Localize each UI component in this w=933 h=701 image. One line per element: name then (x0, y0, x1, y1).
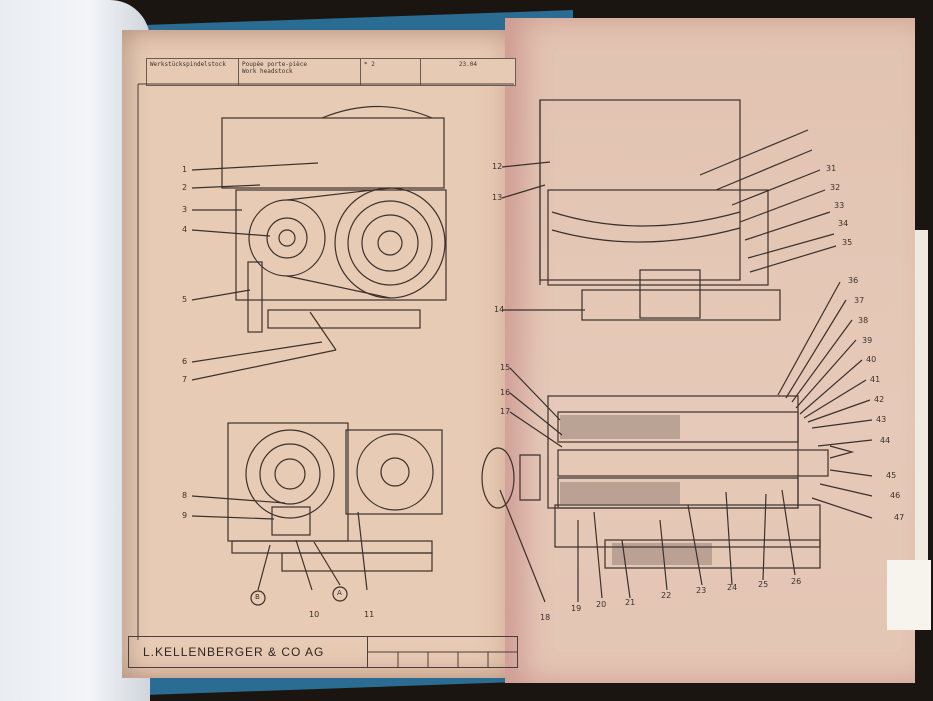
callout-6: 6 (182, 357, 188, 366)
callout-4: 4 (182, 225, 188, 234)
callout-17: 17 (500, 407, 511, 416)
company-name: L.KELLENBERGER & CO AG (143, 645, 325, 659)
callout-35: 35 (842, 238, 853, 247)
callout-2: 2 (182, 183, 188, 192)
callout-20: 20 (596, 600, 607, 609)
callout-32: 32 (830, 183, 841, 192)
callout-25: 25 (758, 580, 769, 589)
header-en: Work headstock (242, 68, 293, 75)
callout-26: 26 (791, 577, 802, 586)
callout-19: 19 (571, 604, 582, 613)
callout-16: 16 (500, 388, 511, 397)
callout-10: 10 (309, 610, 320, 619)
folded-corner (887, 560, 931, 630)
circle-label-b: B (255, 593, 260, 601)
circle-label-a: A (337, 589, 342, 597)
callout-37: 37 (854, 296, 865, 305)
callout-13: 13 (492, 193, 503, 202)
motor-block (345, 429, 443, 515)
title-block: Werkstückspindelstock Poupée porte-pièce… (146, 58, 516, 86)
callout-3: 3 (182, 205, 188, 214)
header-cell-fr-en: Poupée porte-pièce Work headstock (239, 59, 361, 85)
callout-33: 33 (834, 201, 845, 210)
callout-14: 14 (494, 305, 505, 314)
end-view-housing (227, 422, 349, 542)
header-fr: Poupée porte-pièce (242, 61, 308, 68)
left-drawing-sheet (122, 30, 527, 678)
large-pulley (334, 187, 446, 299)
callout-44: 44 (880, 436, 891, 445)
callout-36: 36 (848, 276, 859, 285)
headstock-housing (221, 117, 445, 189)
header-cell-number: 23.04 (458, 61, 478, 68)
callout-39: 39 (862, 336, 873, 345)
callout-8: 8 (182, 491, 188, 500)
callout-21: 21 (625, 598, 636, 607)
callout-23: 23 (696, 586, 707, 595)
callout-46: 46 (890, 491, 901, 500)
scale-ticks (368, 651, 518, 667)
callout-47: 47 (894, 513, 905, 522)
callout-38: 38 (858, 316, 869, 325)
header-cell-de: Werkstückspindelstock (147, 59, 239, 85)
callout-11: 11 (364, 610, 375, 619)
small-pulley (248, 199, 326, 277)
header-cell-sheet: * 2 (361, 59, 421, 85)
callout-31: 31 (826, 164, 837, 173)
callout-22: 22 (661, 591, 672, 600)
callout-7: 7 (182, 375, 188, 384)
callout-40: 40 (866, 355, 877, 364)
callout-45: 45 (886, 471, 897, 480)
footer-scale-cells (367, 637, 518, 667)
callout-18: 18 (540, 613, 551, 622)
spindle-nose-ellipse (481, 447, 515, 509)
callout-24: 24 (727, 583, 738, 592)
callout-42: 42 (874, 395, 885, 404)
detail-marker-a (332, 586, 348, 602)
callout-15: 15 (500, 363, 511, 372)
callout-43: 43 (876, 415, 887, 424)
callout-41: 41 (870, 375, 881, 384)
callout-34: 34 (838, 219, 849, 228)
callout-9: 9 (182, 511, 188, 520)
belt-cover (235, 189, 447, 301)
callout-5: 5 (182, 295, 188, 304)
footer-title-block: L.KELLENBERGER & CO AG (128, 636, 518, 668)
detail-marker-b (250, 590, 266, 606)
callout-12: 12 (492, 162, 503, 171)
callout-1: 1 (182, 165, 188, 174)
